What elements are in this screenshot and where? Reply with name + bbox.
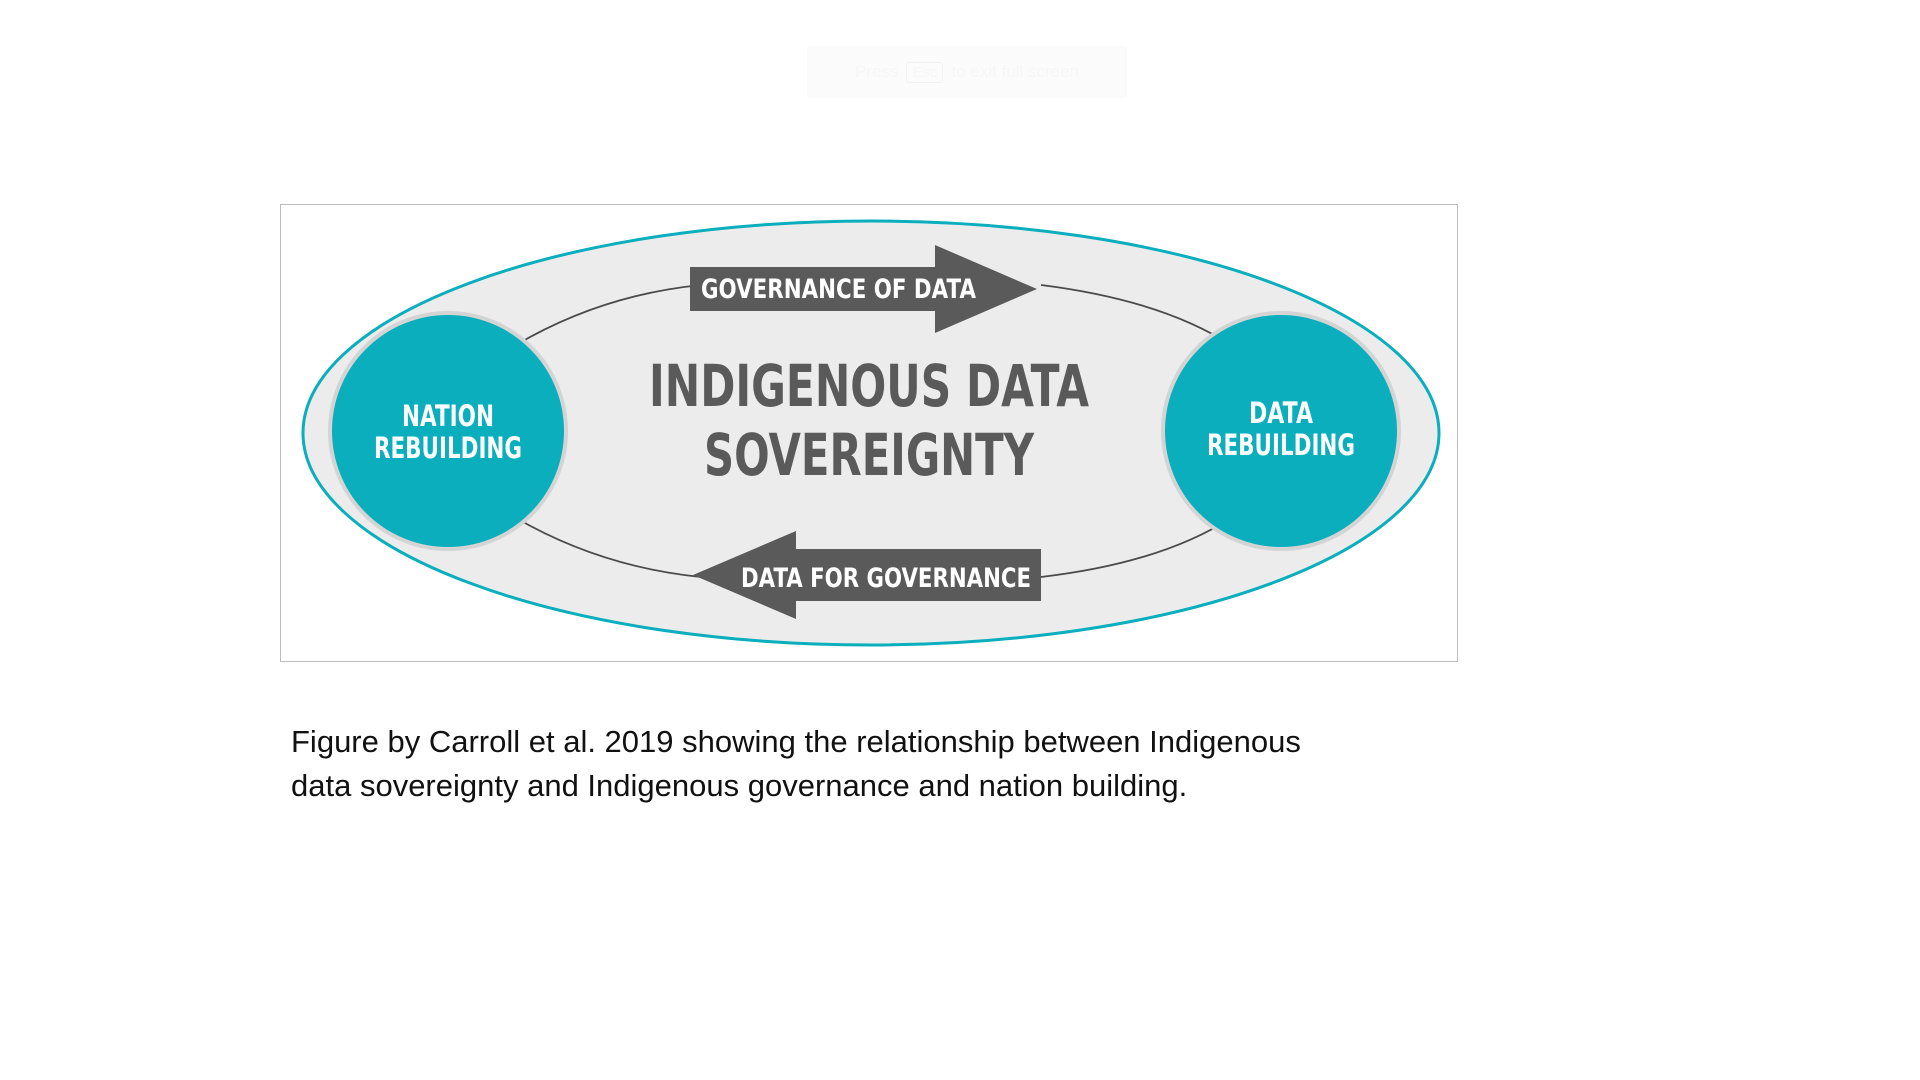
bottom-arrow-label: DATA FOR GOVERNANCE [741,563,1031,594]
left-arrow-icon [693,531,1041,619]
outer-ellipse [301,219,1441,647]
figure-caption: Figure by Carroll et al. 2019 showing th… [291,720,1491,808]
toast-suffix: to exit full screen [951,62,1080,81]
diagram-figure: GOVERNANCE OF DATA DATA FOR GOVERNANCE I… [280,204,1458,662]
cycle-line-bottom-left [515,517,702,578]
data-rebuilding-circle [1161,311,1401,551]
left-circle-line1: NATION [402,399,494,433]
right-arrow-icon [690,245,1037,333]
nation-rebuilding-circle [328,311,568,551]
right-circle-line1: DATA [1249,396,1313,430]
center-title-line2: SOVEREIGNTY [704,421,1035,489]
caption-line1: Figure by Carroll et al. 2019 showing th… [291,724,1301,759]
left-circle-line2: REBUILDING [374,431,522,465]
fullscreen-exit-toast: Press Esc to exit full screen [807,46,1127,98]
esc-key-badge: Esc [906,61,944,83]
top-arrow-label: GOVERNANCE OF DATA [701,274,976,305]
center-title-line1: INDIGENOUS DATA [649,352,1089,420]
diagram-svg: GOVERNANCE OF DATA DATA FOR GOVERNANCE I… [301,219,1441,647]
toast-prefix: Press [854,62,899,81]
right-circle-line2: REBUILDING [1207,428,1355,462]
cycle-line-top-left [515,284,702,346]
caption-line2: data sovereignty and Indigenous governan… [291,768,1188,803]
